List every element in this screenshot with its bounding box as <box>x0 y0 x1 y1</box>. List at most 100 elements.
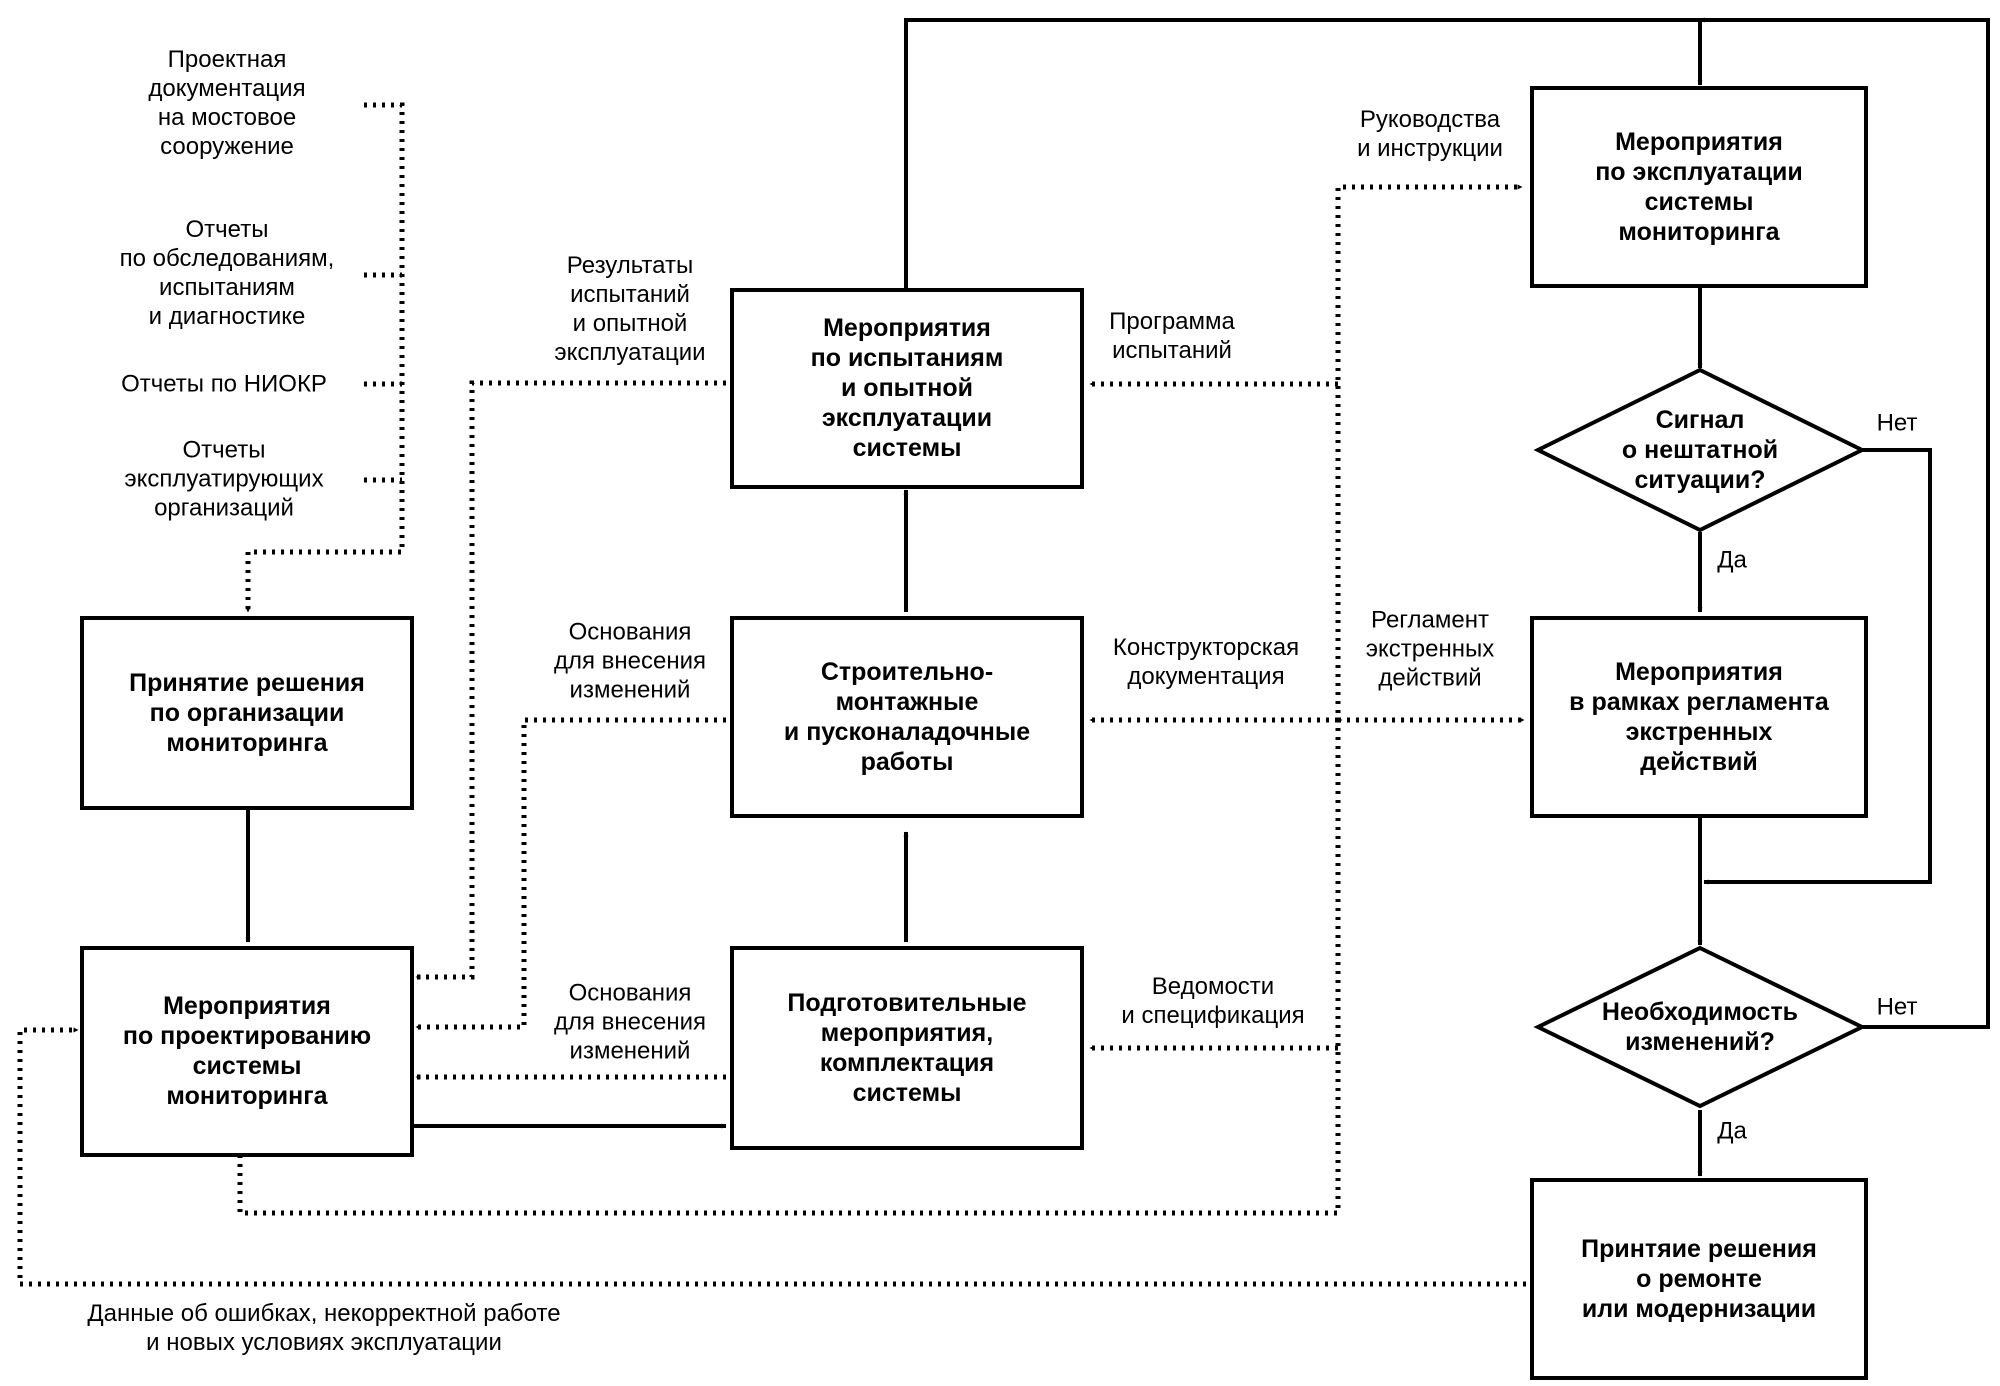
text-line: сооружение <box>160 133 294 160</box>
text-line: и спецификация <box>1121 1002 1304 1029</box>
text-line: и диагностике <box>149 303 306 330</box>
text-line: для внесения <box>554 1009 706 1036</box>
solid-connectors <box>245 17 1990 1177</box>
text-line: испытаний <box>570 281 690 308</box>
label-yes-signal: Да <box>1717 547 1747 574</box>
text-line: Отчеты по НИОКР <box>121 371 327 398</box>
text-line: Сигнал <box>1656 406 1745 434</box>
text-line: Принятие решения <box>129 669 365 697</box>
text-line: Программа <box>1109 308 1235 335</box>
text-line: Основания <box>569 980 692 1007</box>
text-line: изменений <box>570 677 691 704</box>
text-line: и опытной <box>573 310 688 337</box>
text-line: системы <box>853 434 962 462</box>
label-yes-changes: Да <box>1717 1118 1747 1145</box>
arrow-changes-no-loop <box>1699 17 1990 1029</box>
text-line: системы <box>193 1052 302 1080</box>
text-line: комплектация <box>820 1049 994 1077</box>
input-bracket-project-docs <box>245 102 405 613</box>
text-line: документация <box>148 75 305 102</box>
arrow-design-docs-feed <box>237 184 1523 1216</box>
text-line: Мероприятия <box>1615 658 1783 686</box>
arrow-testing-to-operation <box>904 18 1703 288</box>
text-line: по проектированию <box>123 1022 371 1050</box>
text-line: организаций <box>154 495 294 522</box>
text-line: действий <box>1378 665 1481 692</box>
text-line: Регламент <box>1371 607 1489 634</box>
text-line: Мероприятия <box>163 992 331 1020</box>
label-no-changes: Нет <box>1877 994 1918 1021</box>
text-line: и новых условиях эксплуатации <box>146 1329 502 1356</box>
text-line: эксплуатирующих <box>124 466 323 493</box>
text-line: Руководства <box>1360 106 1501 133</box>
text-line: для внесения <box>554 648 706 675</box>
text-line: экстренных <box>1626 718 1773 746</box>
text-line: Необходимость <box>1602 998 1798 1026</box>
text-line: мониторинга <box>166 1082 328 1110</box>
text-line: Конструкторская <box>1113 634 1299 661</box>
text-line: мониторинга <box>1618 218 1780 246</box>
text-line: Мероприятия <box>1615 128 1783 156</box>
text-line: и пусконаладочные <box>784 718 1030 746</box>
text-line: Отчеты <box>186 216 269 243</box>
text-line: испытаний <box>1112 337 1232 364</box>
text-line: о нештатной <box>1622 436 1778 464</box>
text-line: и инструкции <box>1357 135 1503 162</box>
text-line: мониторинга <box>166 729 328 757</box>
text-line: изменений <box>570 1038 691 1065</box>
text-line: испытаниям <box>159 274 295 301</box>
text-line: экстренных <box>1366 636 1494 663</box>
text-line: Ведомости <box>1152 973 1274 1000</box>
text-line: Проектная <box>168 46 287 73</box>
text-line: Основания <box>569 619 692 646</box>
text-line: мероприятия, <box>821 1019 993 1047</box>
input-rnd-reports: Отчеты по НИОКР <box>121 371 327 398</box>
text-line: действий <box>1640 748 1757 776</box>
text-line: Данные об ошибках, некорректной работе <box>87 1300 560 1327</box>
text-line: о ремонте <box>1636 1265 1762 1293</box>
text-line: в рамках регламента <box>1569 688 1830 716</box>
text-line: системы <box>853 1079 962 1107</box>
arrow-signal-no-bypass <box>1703 448 1932 885</box>
text-line: эксплуатации <box>822 404 992 432</box>
arrow-construction-changes-to-design <box>415 717 726 1030</box>
label-no-signal: Нет <box>1877 410 1918 437</box>
text-line: работы <box>861 748 954 776</box>
text-line: по обследованиям, <box>120 245 335 272</box>
arrow-testing-results-to-design <box>415 380 726 980</box>
text-line: Мероприятия <box>823 314 991 342</box>
text-line: и опытной <box>841 374 973 402</box>
text-line: по эксплуатации <box>1595 158 1803 186</box>
text-line: Принтяие решения <box>1581 1235 1817 1263</box>
text-line: или модернизации <box>1582 1295 1816 1323</box>
text-line: Отчеты <box>183 437 266 464</box>
